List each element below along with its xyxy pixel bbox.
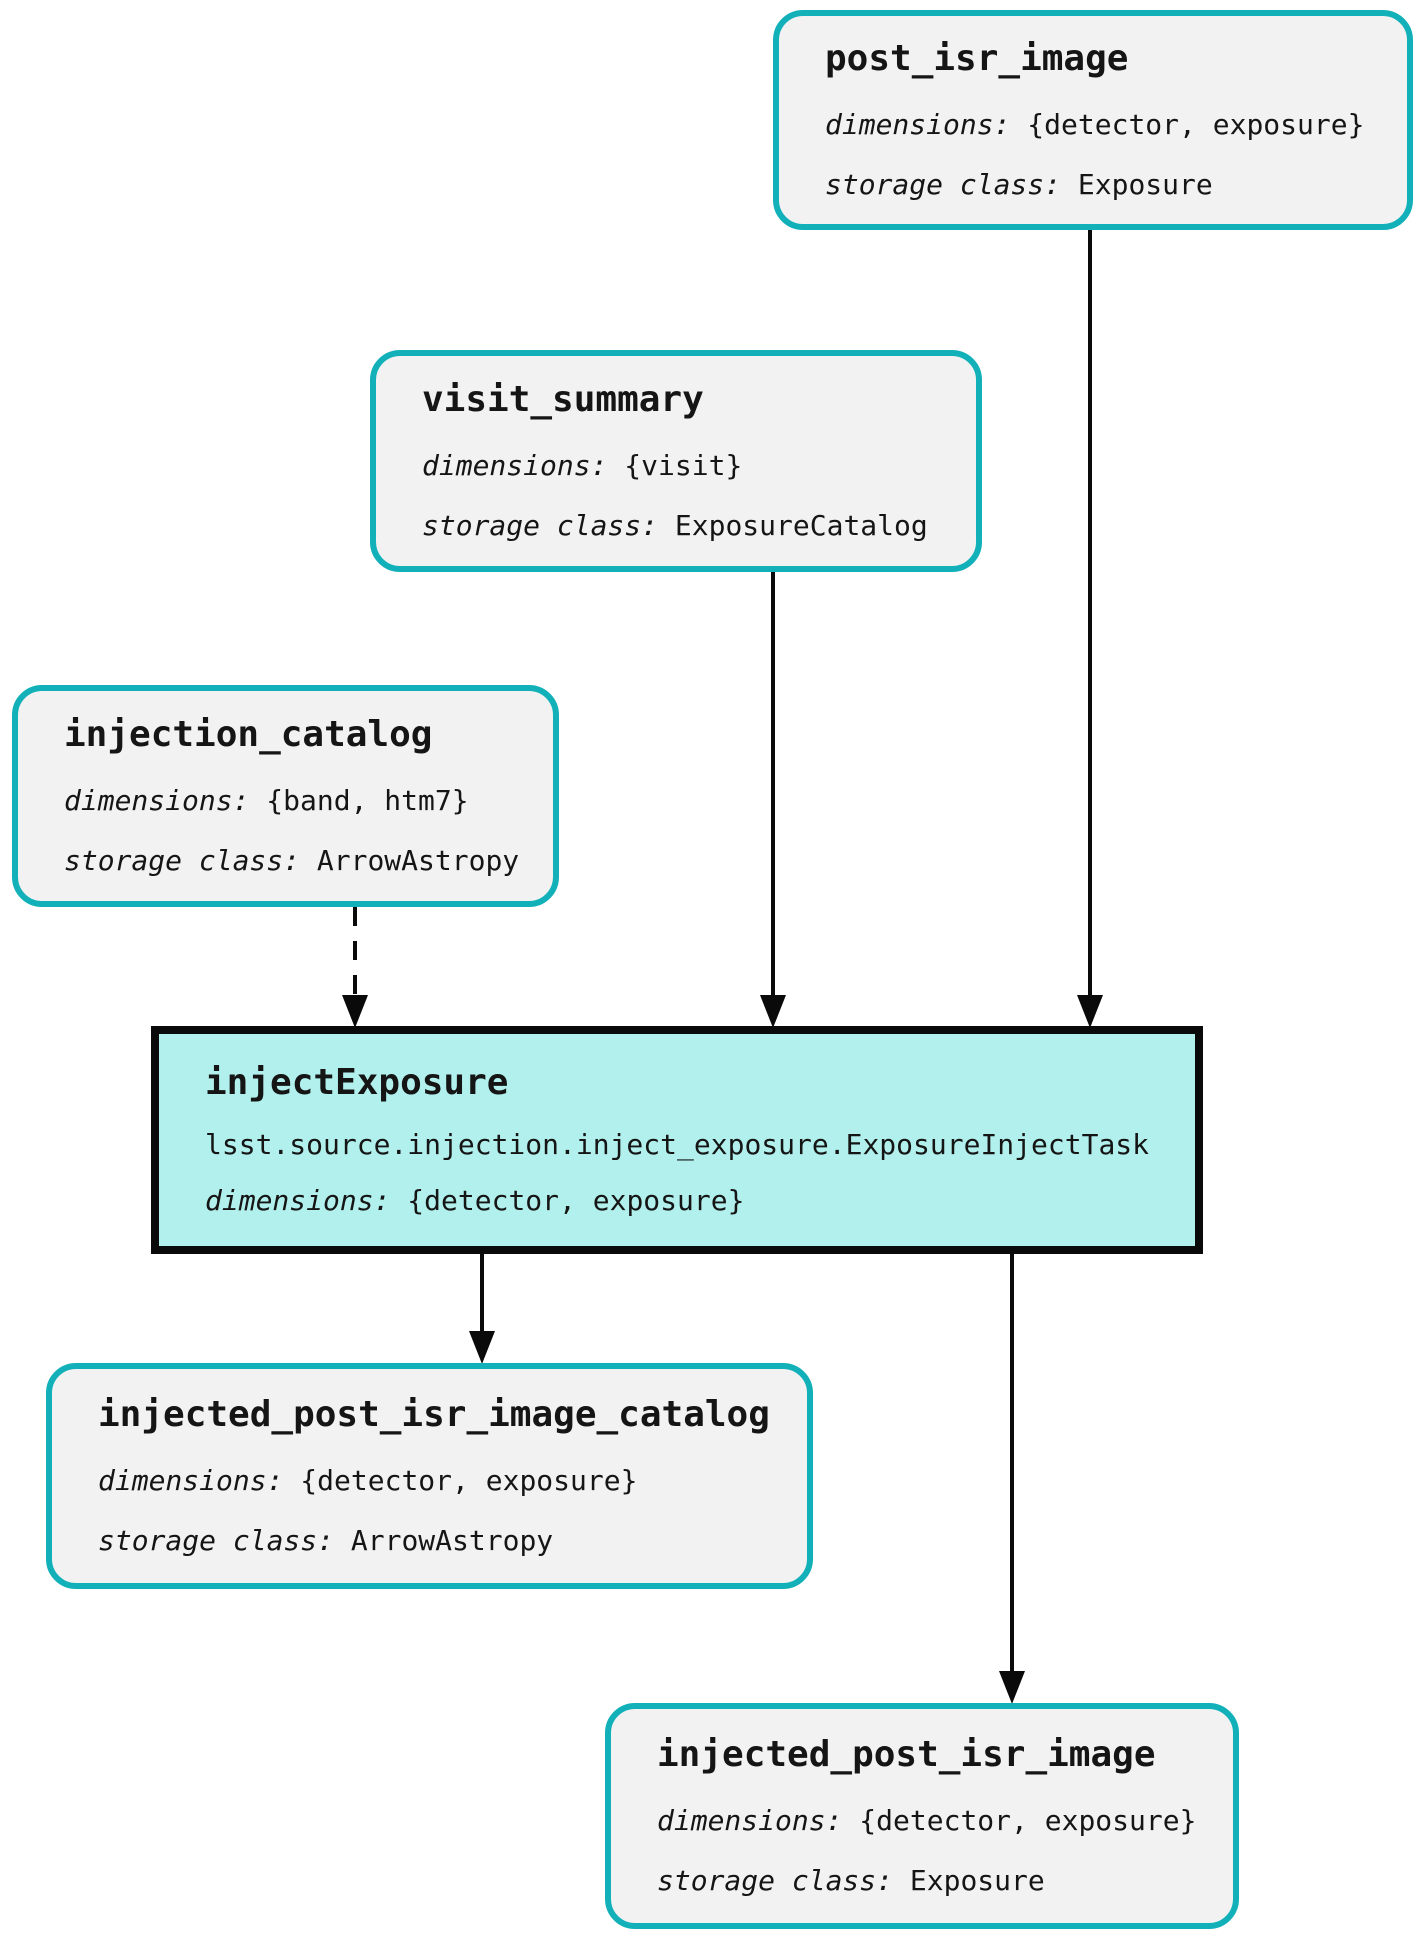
dimensions-line: dimensions: {band, htm7} (64, 786, 523, 816)
storage-class-line: storage class: ExposureCatalog (422, 511, 946, 541)
storage-class-label: storage class: (825, 168, 1062, 201)
edge-injectExposure-to-injected-post-isr-image (999, 1252, 1025, 1704)
storage-class-label: storage class: (422, 509, 659, 542)
node-injected-post-isr-image-catalog: injected_post_isr_image_catalog dimensio… (46, 1363, 813, 1589)
node-title: injected_post_isr_image (657, 1734, 1156, 1775)
dimensions-line: dimensions: {detector, exposure} (825, 110, 1377, 140)
edge-injection-catalog-to-injectExposure (342, 907, 368, 1028)
storage-class-value: ExposureCatalog (674, 509, 928, 542)
edge-line (480, 1252, 484, 1331)
edge-visit-summary-to-injectExposure (760, 572, 786, 1028)
dimensions-value: {band, htm7} (266, 784, 469, 817)
storage-class-value: ArrowAstropy (350, 1524, 554, 1557)
task-class-path: lsst.source.injection.inject_exposure.Ex… (205, 1128, 1150, 1161)
node-injection-catalog: injection_catalog dimensions: {band, htm… (12, 685, 559, 907)
node-visit-summary: visit_summary dimensions: {visit} storag… (370, 350, 982, 572)
storage-class-label: storage class: (657, 1864, 894, 1897)
dimensions-label: dimensions: (657, 1804, 843, 1837)
arrowhead-icon (999, 1671, 1025, 1704)
node-title: injected_post_isr_image_catalog (98, 1394, 770, 1435)
node-title: injection_catalog (64, 714, 433, 755)
node-title: visit_summary (422, 379, 704, 420)
storage-class-line: storage class: Exposure (657, 1866, 1203, 1896)
storage-class-line: storage class: ArrowAstropy (98, 1526, 777, 1556)
dimensions-line: dimensions: {detector, exposure} (98, 1466, 777, 1496)
dimensions-line: dimensions: {visit} (422, 451, 946, 481)
storage-class-value: Exposure (909, 1864, 1045, 1897)
dimensions-label: dimensions: (205, 1184, 391, 1217)
dimensions-value: {detector, exposure} (1027, 108, 1365, 141)
edge-line (1010, 1252, 1014, 1671)
task-class-line: lsst.source.injection.inject_exposure.Ex… (205, 1130, 1165, 1160)
edge-line (1088, 230, 1092, 995)
dimensions-label: dimensions: (98, 1464, 284, 1497)
storage-class-value: ArrowAstropy (316, 844, 520, 877)
dimensions-value: {detector, exposure} (859, 1804, 1197, 1837)
node-injectExposure: injectExposure lsst.source.injection.inj… (151, 1026, 1203, 1254)
edge-line (771, 572, 775, 995)
arrowhead-icon (469, 1331, 495, 1364)
arrowhead-icon (342, 995, 368, 1028)
edge-injectExposure-to-injected-post-isr-image-catalog (469, 1252, 495, 1364)
dimensions-value: {detector, exposure} (407, 1184, 745, 1217)
arrowhead-icon (760, 995, 786, 1028)
dimensions-label: dimensions: (422, 449, 608, 482)
storage-class-label: storage class: (64, 844, 301, 877)
arrowhead-icon (1077, 995, 1103, 1028)
dimensions-value: {visit} (624, 449, 743, 482)
edge-line (353, 907, 357, 995)
node-title: injectExposure (205, 1062, 509, 1103)
storage-class-line: storage class: Exposure (825, 170, 1377, 200)
dimensions-line: dimensions: {detector, exposure} (205, 1186, 1165, 1216)
edge-post-isr-image-to-injectExposure (1077, 230, 1103, 1028)
dimensions-label: dimensions: (825, 108, 1011, 141)
node-post-isr-image: post_isr_image dimensions: {detector, ex… (773, 10, 1413, 230)
storage-class-label: storage class: (98, 1524, 335, 1557)
node-injected-post-isr-image: injected_post_isr_image dimensions: {det… (605, 1703, 1239, 1929)
dimensions-label: dimensions: (64, 784, 250, 817)
storage-class-line: storage class: ArrowAstropy (64, 846, 523, 876)
storage-class-value: Exposure (1077, 168, 1213, 201)
dimensions-line: dimensions: {detector, exposure} (657, 1806, 1203, 1836)
dimensions-value: {detector, exposure} (300, 1464, 638, 1497)
node-title: post_isr_image (825, 38, 1129, 79)
